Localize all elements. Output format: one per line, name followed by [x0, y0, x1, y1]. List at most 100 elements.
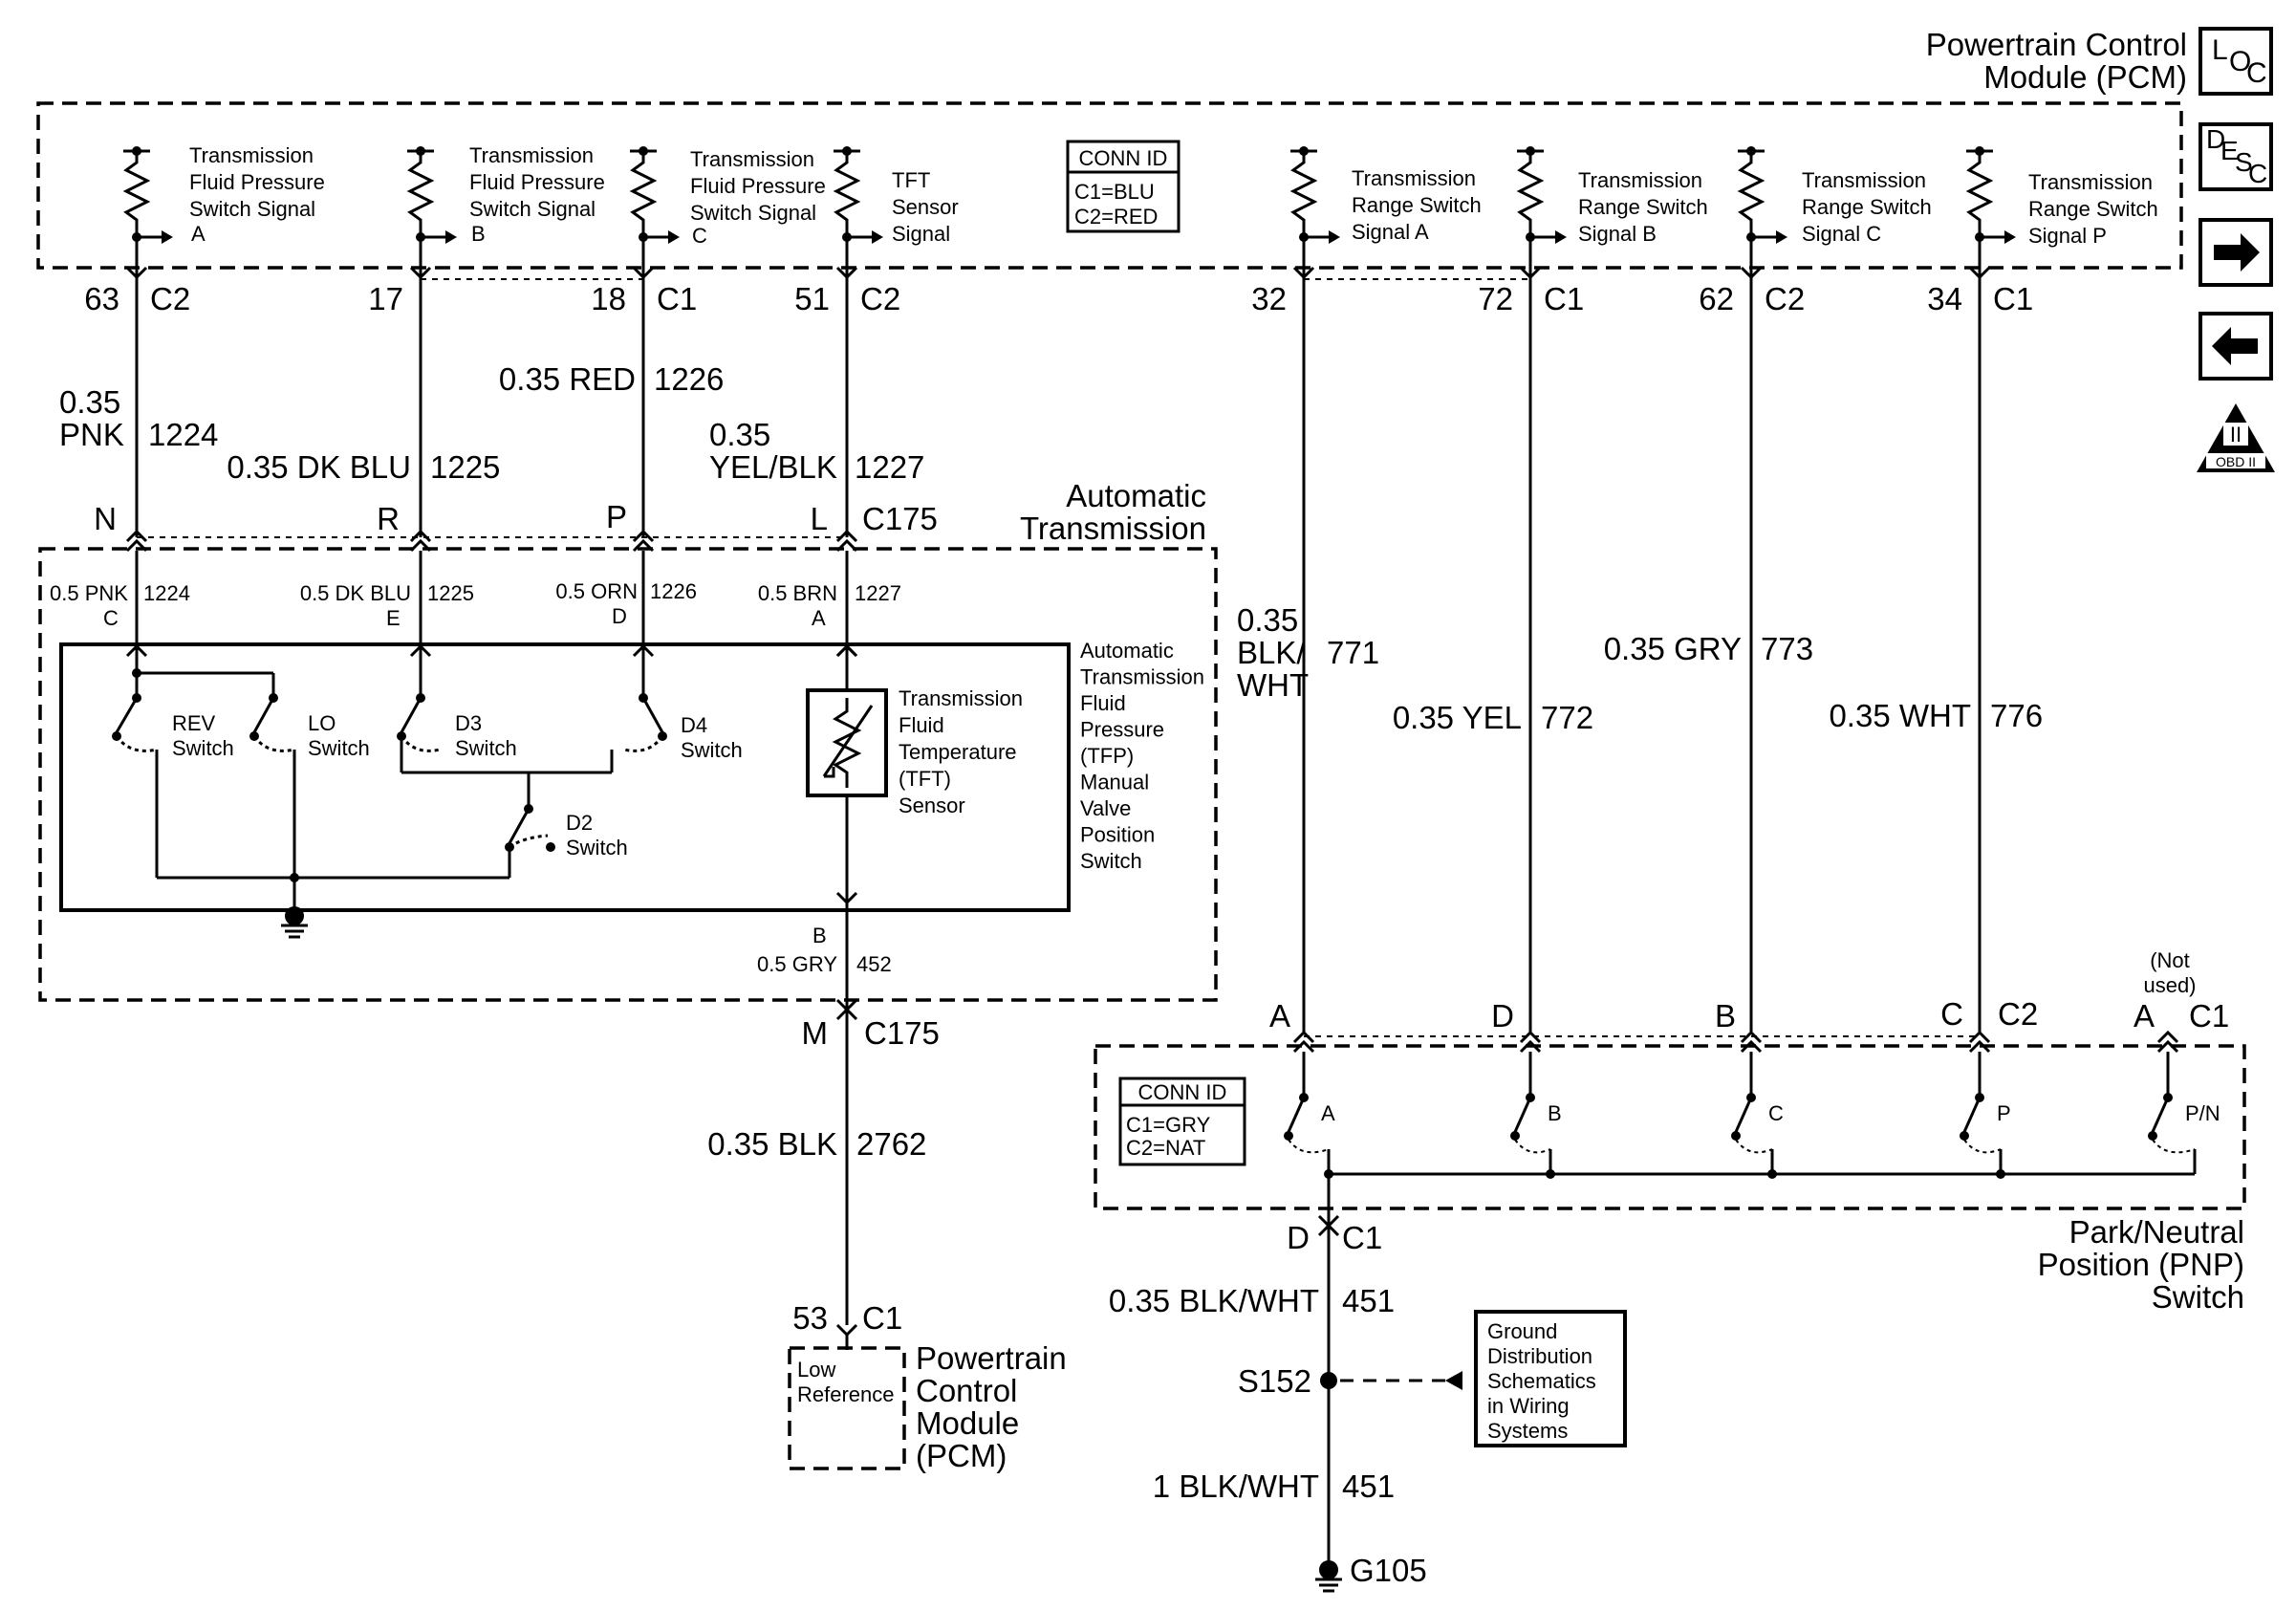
pnp-contact-C: C	[1768, 1101, 1784, 1125]
svg-text:Switch: Switch	[455, 736, 517, 760]
svg-text:C1: C1	[862, 1300, 902, 1336]
svg-text:0.5 ORN: 0.5 ORN	[555, 579, 638, 603]
automatic-transmission: Automatic Transmission 0.5 PNK 1224 C 0.…	[38, 478, 1218, 1012]
conn-id-pcm: CONN ID C1=BLU C2=RED	[1066, 140, 1180, 233]
svg-text:C2: C2	[1998, 996, 2038, 1032]
signal-label-5-line3: Signal A	[1352, 220, 1429, 244]
signal-label-7-line1: Transmission	[1802, 168, 1926, 192]
svg-text:0.35 BLK: 0.35 BLK	[707, 1126, 837, 1162]
svg-text:451: 451	[1342, 1469, 1395, 1504]
tfp-label-line-1: Transmission	[1080, 665, 1204, 689]
svg-text:Module: Module	[916, 1405, 1019, 1441]
svg-text:D4: D4	[681, 713, 707, 737]
resistor-signal-b	[405, 144, 459, 275]
svg-text:C1: C1	[1342, 1220, 1382, 1255]
signal-label-4-line3: Signal	[892, 222, 950, 246]
svg-text:0.5 DK BLU: 0.5 DK BLU	[300, 581, 411, 605]
svg-text:OBD II: OBD II	[2216, 454, 2256, 469]
svg-text:0.35 GRY: 0.35 GRY	[1604, 631, 1742, 666]
pin-connector-7: C1	[1993, 281, 2033, 316]
svg-text:1226: 1226	[650, 579, 697, 603]
svg-text:0.35: 0.35	[1237, 602, 1298, 638]
svg-text:A: A	[1269, 998, 1290, 1033]
svg-text:Low: Low	[797, 1358, 835, 1382]
svg-text:773: 773	[1761, 631, 1813, 666]
wire-1227-color: YEL/BLK	[709, 449, 837, 485]
pin-connector-3: C2	[860, 281, 900, 316]
svg-text:in Wiring: in Wiring	[1487, 1394, 1570, 1418]
signal-label-3-line1: Transmission	[690, 147, 814, 171]
ground-icon	[1315, 1560, 1342, 1593]
svg-text:Switch: Switch	[2152, 1279, 2244, 1315]
signal-label-2-line2: Fluid Pressure	[469, 170, 605, 194]
svg-text:771: 771	[1327, 635, 1379, 670]
pin-connector-0: C2	[150, 281, 190, 316]
resistor-range-a	[1289, 144, 1342, 275]
svg-text:Transmission: Transmission	[1020, 511, 1206, 546]
svg-text:E: E	[386, 606, 401, 630]
svg-text:M: M	[802, 1015, 829, 1051]
range-wire-labels: 0.35 BLK/ WHT 771 0.35 YEL 772 0.35 GRY …	[1237, 602, 2043, 735]
tfp-label-line-4: (TFP)	[1080, 744, 1134, 768]
signal-label-3-line4: C	[692, 224, 707, 248]
signal-label-1-line4: A	[191, 222, 206, 246]
svg-text:Switch: Switch	[566, 836, 628, 859]
pin-number-72: 72	[1478, 281, 1513, 316]
svg-text:Position (PNP): Position (PNP)	[2038, 1247, 2244, 1282]
svg-text:C175: C175	[864, 1015, 940, 1051]
resistor-range-b	[1515, 144, 1569, 275]
signal-label-6-line3: Signal B	[1578, 222, 1657, 246]
svg-text:Sensor: Sensor	[899, 794, 965, 817]
tfp-label-line-6: Valve	[1080, 796, 1131, 820]
svg-text:CONN ID: CONN ID	[1138, 1080, 1227, 1104]
svg-text:(TFT): (TFT)	[899, 767, 951, 791]
svg-text:53: 53	[792, 1300, 828, 1336]
svg-text:C: C	[2248, 159, 2267, 188]
svg-text:N: N	[94, 501, 117, 536]
svg-text:776: 776	[1990, 698, 2043, 733]
svg-text:Ground: Ground	[1487, 1319, 1557, 1343]
pin-connector-6: C2	[1765, 281, 1805, 316]
svg-text:C2=NAT: C2=NAT	[1126, 1136, 1205, 1160]
svg-text:BLK/: BLK/	[1237, 635, 1306, 670]
pin-number-17: 17	[368, 281, 403, 316]
svg-text:1227: 1227	[855, 581, 901, 605]
tfp-label-line-8: Switch	[1080, 849, 1142, 873]
svg-text:Control: Control	[916, 1373, 1017, 1408]
svg-text:D: D	[1287, 1220, 1310, 1255]
svg-text:D: D	[1491, 998, 1514, 1033]
svg-text:C1=BLU: C1=BLU	[1074, 180, 1155, 204]
svg-text:Powertrain: Powertrain	[916, 1340, 1067, 1376]
svg-text:B: B	[812, 924, 827, 947]
svg-text:1224: 1224	[143, 581, 190, 605]
wire-1225-label: 0.35 DK BLU	[227, 449, 411, 485]
pnp-contact-P: P	[1997, 1101, 2011, 1125]
svg-text:772: 772	[1541, 700, 1593, 735]
resistor-range-p	[1964, 144, 2018, 275]
svg-text:Systems: Systems	[1487, 1419, 1568, 1443]
wire-1226-circuit: 1226	[654, 361, 724, 397]
signal-label-1-line3: Switch Signal	[189, 197, 315, 221]
svg-text:Schematics: Schematics	[1487, 1369, 1596, 1393]
svg-text:G105: G105	[1350, 1553, 1427, 1588]
signal-label-1-line1: Transmission	[189, 143, 314, 167]
svg-text:R: R	[377, 501, 400, 536]
signal-label-5-line1: Transmission	[1352, 166, 1476, 190]
svg-text:S: S	[2235, 147, 2253, 177]
signal-label-1-line2: Fluid Pressure	[189, 170, 325, 194]
wire-1226-label: 0.35 RED	[499, 361, 636, 397]
svg-text:0.35 BLK/WHT: 0.35 BLK/WHT	[1109, 1283, 1319, 1318]
svg-text:C175: C175	[862, 501, 938, 536]
upper-wire-labels: 0.35 PNK 1224 0.35 DK BLU 1225 0.35 RED …	[59, 361, 924, 485]
svg-text:2762: 2762	[856, 1126, 926, 1162]
tfp-label-line-0: Automatic	[1080, 639, 1174, 663]
pin-number-63: 63	[84, 281, 119, 316]
signal-label-2-line1: Transmission	[469, 143, 594, 167]
svg-text:CONN ID: CONN ID	[1079, 146, 1168, 170]
svg-text:S152: S152	[1238, 1363, 1311, 1399]
svg-text:C1: C1	[2189, 998, 2229, 1033]
svg-text:used): used)	[2143, 973, 2196, 997]
svg-text:C: C	[103, 606, 119, 630]
